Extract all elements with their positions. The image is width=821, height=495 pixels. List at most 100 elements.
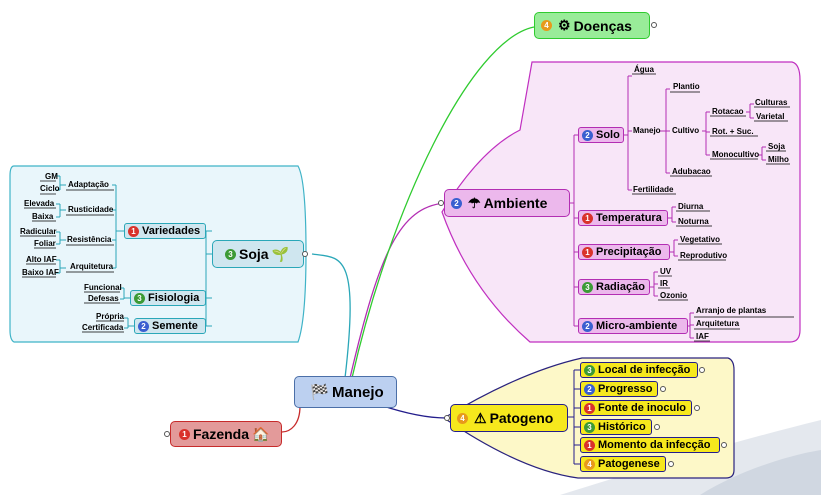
seedling-icon: 🌱: [271, 245, 290, 262]
leaf-culturas[interactable]: Culturas: [755, 98, 788, 107]
priority-badge: 1: [582, 246, 593, 258]
expand-toggle-doencas[interactable]: [651, 22, 657, 28]
item-label: Histórico: [598, 421, 646, 433]
leaf-certificada[interactable]: Certificada: [82, 323, 124, 332]
expand-toggle[interactable]: [694, 405, 700, 411]
topic-soja[interactable]: 3 Soja 🌱: [212, 240, 304, 268]
expand-toggle[interactable]: [699, 367, 705, 373]
house-icon: 🏠: [252, 425, 270, 442]
gears-icon: ⚙: [558, 17, 571, 33]
leaf-ozonio[interactable]: Ozonio: [660, 291, 688, 300]
priority-badge: 2: [584, 383, 595, 395]
fisiologia-label: Fisiologia: [148, 292, 200, 304]
leaf-baixa[interactable]: Baixa: [32, 212, 54, 221]
central-topic[interactable]: 🏁 Manejo: [294, 376, 397, 408]
topic-arquitetura[interactable]: Arquitetura: [70, 262, 114, 271]
topic-temperatura[interactable]: 1 Temperatura: [578, 210, 668, 226]
priority-badge: 3: [225, 248, 236, 260]
leaf-foliar[interactable]: Foliar: [34, 239, 56, 248]
doencas-label: Doenças: [573, 17, 632, 34]
topic-cultivo[interactable]: Cultivo: [672, 126, 700, 135]
leaf-ciclo[interactable]: Ciclo: [40, 184, 60, 193]
leaf-adubacao[interactable]: Adubacao: [672, 167, 711, 176]
variedades-label: Variedades: [142, 225, 201, 237]
expand-toggle[interactable]: [668, 461, 674, 467]
expand-toggle[interactable]: [721, 442, 727, 448]
topic-doencas[interactable]: 4 ⚙ Doenças: [534, 12, 650, 39]
leaf-varietal[interactable]: Varietal: [756, 112, 785, 121]
topic-adaptacao[interactable]: Adaptação: [68, 180, 109, 189]
topic-radiacao[interactable]: 3 Radiação: [578, 279, 650, 295]
leaf-plantio[interactable]: Plantio: [673, 82, 700, 91]
leaf-iaf[interactable]: IAF: [696, 332, 709, 341]
leaf-arquitetura[interactable]: Arquitetura: [696, 319, 740, 328]
leaf-funcional[interactable]: Funcional: [84, 283, 122, 292]
topic-fonte-de-inoculo[interactable]: 1 Fonte de inoculo: [580, 400, 692, 416]
topic-micro-ambiente[interactable]: 2 Micro-ambiente: [578, 318, 688, 334]
priority-badge: 1: [584, 439, 595, 451]
priority-badge: 4: [541, 20, 552, 31]
topic-semente[interactable]: 2 Semente: [134, 318, 206, 334]
topic-rusticidade[interactable]: Rusticidade: [68, 205, 114, 214]
leaf-fertilidade[interactable]: Fertilidade: [633, 185, 674, 194]
warning-icon: ⚠: [474, 409, 487, 426]
leaf-milho[interactable]: Milho: [768, 155, 789, 164]
topic-rotacao[interactable]: Rotacao: [712, 107, 744, 116]
expand-toggle[interactable]: [654, 424, 660, 430]
topic-monocultivo[interactable]: Monocultivo: [712, 150, 760, 159]
priority-badge: 4: [584, 458, 595, 470]
leaf-diurna[interactable]: Diurna: [678, 202, 704, 211]
item-label: Local de infecção: [598, 364, 691, 376]
soja-label: Soja: [239, 246, 269, 262]
leaf-vegetativo[interactable]: Vegetativo: [680, 235, 721, 244]
expand-toggle-patogeno[interactable]: [444, 415, 450, 421]
leaf-propria[interactable]: Própria: [96, 312, 125, 321]
expand-toggle-fazenda[interactable]: [164, 431, 170, 437]
micro-ambiente-label: Micro-ambiente: [596, 320, 678, 332]
leaf-radicular[interactable]: Radicular: [20, 227, 57, 236]
leaf-arranjo-de-plantas[interactable]: Arranjo de plantas: [696, 306, 767, 315]
priority-badge: 1: [179, 428, 190, 440]
topic-variedades[interactable]: 1 Variedades: [124, 223, 206, 239]
priority-badge: 4: [457, 412, 468, 424]
topic-fazenda[interactable]: 1 Fazenda 🏠: [170, 421, 282, 447]
leaf-reprodutivo[interactable]: Reprodutivo: [680, 251, 728, 260]
leaf-elevada[interactable]: Elevada: [24, 199, 55, 208]
radiacao-label: Radiação: [596, 281, 645, 293]
leaf-defesas[interactable]: Defesas: [88, 294, 119, 303]
expand-toggle-ambiente[interactable]: [438, 200, 444, 206]
leaf-uv[interactable]: UV: [660, 267, 672, 276]
priority-badge: 2: [138, 320, 149, 332]
priority-badge: 2: [582, 320, 593, 332]
expand-toggle[interactable]: [660, 386, 666, 392]
expand-toggle-soja[interactable]: [302, 251, 308, 257]
topic-manejo-solo[interactable]: Manejo: [633, 126, 661, 135]
item-label: Patogenese: [598, 458, 660, 470]
topic-momento-da-infeccao[interactable]: 1 Momento da infecção: [580, 437, 720, 453]
priority-badge: 1: [584, 402, 595, 414]
topic-fisiologia[interactable]: 3 Fisiologia: [130, 290, 206, 306]
umbrella-icon: ☂: [468, 194, 481, 211]
item-label: Fonte de inoculo: [598, 402, 686, 414]
leaf-baixo-iaf[interactable]: Baixo IAF: [22, 268, 59, 277]
topic-local-de-infeccao[interactable]: 3 Local de infecção: [580, 362, 698, 378]
leaf-noturna[interactable]: Noturna: [678, 217, 709, 226]
topic-precipitacao[interactable]: 1 Precipitação: [578, 244, 670, 260]
leaf-soja[interactable]: Soja: [768, 142, 785, 151]
topic-historico[interactable]: 3 Histórico: [580, 419, 652, 435]
leaf-rot-suc[interactable]: Rot. + Suc.: [712, 127, 754, 136]
leaf-ir[interactable]: IR: [660, 279, 668, 288]
item-label: Progresso: [598, 383, 653, 395]
temperatura-label: Temperatura: [596, 212, 662, 224]
leaf-agua[interactable]: Água: [634, 65, 654, 74]
leaf-alto-iaf[interactable]: Alto IAF: [26, 255, 57, 264]
checkered-flag-icon: 🏁: [310, 384, 329, 401]
topic-patogeno[interactable]: 4 ⚠ Patogeno: [450, 404, 568, 432]
topic-ambiente[interactable]: 2 ☂ Ambiente: [444, 189, 570, 217]
leaf-gm[interactable]: GM: [45, 172, 58, 181]
topic-resistencia[interactable]: Resistência: [67, 235, 112, 244]
topic-solo[interactable]: 2 Solo: [578, 127, 624, 143]
topic-patogenese[interactable]: 4 Patogenese: [580, 456, 666, 472]
topic-progresso[interactable]: 2 Progresso: [580, 381, 658, 397]
